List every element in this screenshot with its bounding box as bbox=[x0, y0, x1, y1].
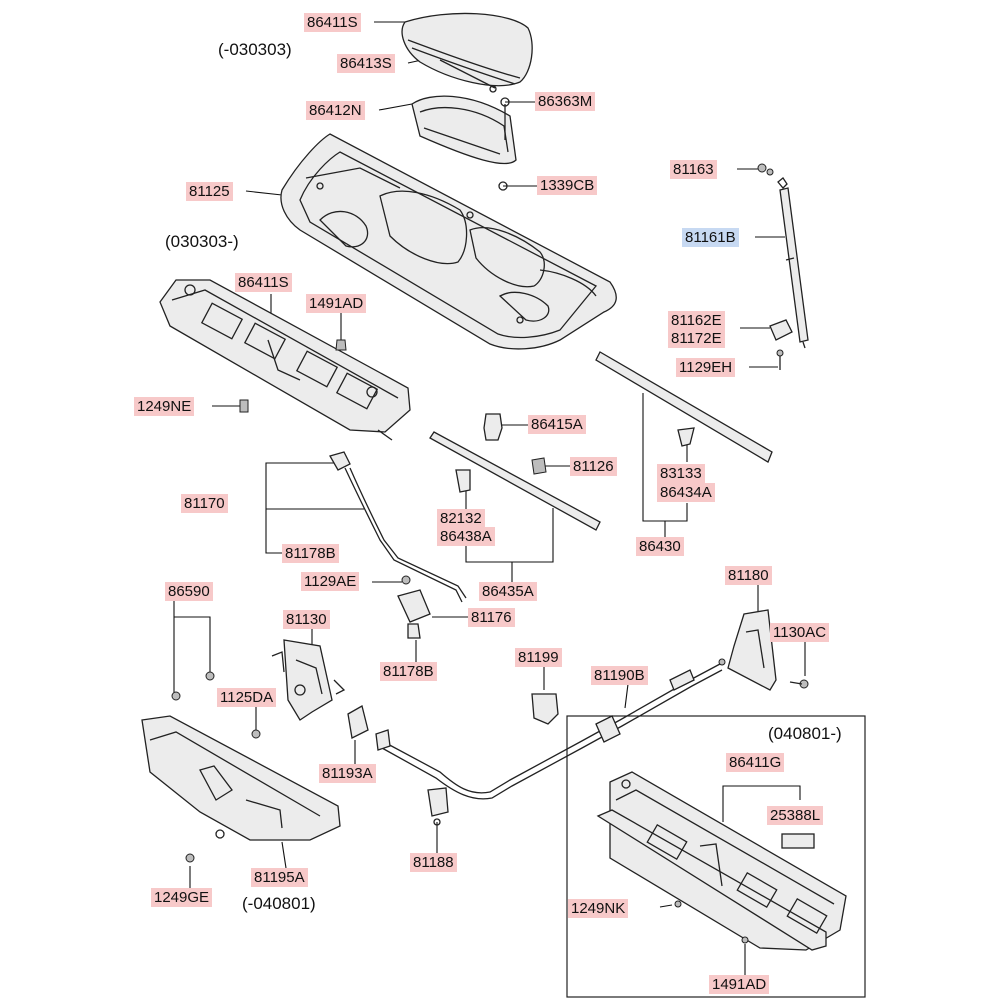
lock-support-bracket-part bbox=[141, 715, 341, 863]
part-label-86363M[interactable]: 86363M bbox=[535, 92, 596, 111]
part-label-1249NE[interactable]: 1249NE bbox=[134, 397, 195, 416]
hood-panel-part bbox=[280, 133, 617, 350]
part-label-86438A[interactable]: 86438A bbox=[437, 527, 495, 546]
part-label-81178B-bottom[interactable]: 81178B bbox=[380, 662, 437, 681]
part-label-81172E[interactable]: 81172E bbox=[668, 329, 725, 348]
part-label-81180[interactable]: 81180 bbox=[725, 566, 772, 585]
part-label-1130AC[interactable]: 1130AC bbox=[770, 623, 830, 642]
part-label-81162E[interactable]: 81162E bbox=[668, 311, 725, 330]
part-label-86434A[interactable]: 86434A bbox=[657, 483, 715, 502]
part-label-81163[interactable]: 81163 bbox=[670, 160, 717, 179]
cowl-panel-part bbox=[159, 279, 411, 441]
hood-release-cable-part bbox=[329, 451, 467, 639]
part-label-81193A[interactable]: 81193A bbox=[319, 764, 376, 783]
part-label-81176[interactable]: 81176 bbox=[468, 608, 515, 627]
range-note-after-040801: (040801-) bbox=[768, 724, 842, 743]
part-label-81178B-top[interactable]: 81178B bbox=[282, 544, 339, 563]
range-note-after-030303: (030303-) bbox=[165, 232, 239, 251]
part-label-81195A[interactable]: 81195A bbox=[251, 868, 308, 887]
part-label-86411G[interactable]: 86411G bbox=[726, 753, 785, 772]
cowl-panel-variant-part bbox=[596, 771, 847, 951]
part-label-86411S-top[interactable]: 86411S bbox=[304, 13, 361, 32]
part-label-81125[interactable]: 81125 bbox=[186, 182, 233, 201]
part-label-82132[interactable]: 82132 bbox=[437, 509, 485, 528]
part-label-86415A[interactable]: 86415A bbox=[528, 415, 586, 434]
hood-insulator-pad-part bbox=[401, 12, 533, 93]
part-label-86413S[interactable]: 86413S bbox=[337, 54, 395, 73]
weather-strip-parts bbox=[429, 351, 773, 531]
part-label-81161B[interactable]: 81161B bbox=[682, 228, 739, 247]
part-label-1491AD-top[interactable]: 1491AD bbox=[306, 294, 367, 313]
part-label-1249GE[interactable]: 1249GE bbox=[151, 888, 213, 907]
part-label-86590[interactable]: 86590 bbox=[165, 582, 213, 601]
range-note-before-030303: (-030303) bbox=[218, 40, 292, 59]
hood-lift-strut-part bbox=[757, 163, 809, 370]
part-label-1129AE[interactable]: 1129AE bbox=[301, 572, 360, 591]
part-label-86412N[interactable]: 86412N bbox=[306, 101, 365, 120]
part-label-81130[interactable]: 81130 bbox=[283, 610, 330, 629]
part-label-25388L[interactable]: 25388L bbox=[767, 806, 824, 825]
variant-inset-frame bbox=[566, 715, 866, 998]
intake-tray-part bbox=[411, 95, 517, 191]
cable-clip-parts bbox=[347, 693, 559, 826]
part-label-81199[interactable]: 81199 bbox=[515, 648, 562, 667]
hood-latch-part bbox=[171, 639, 346, 739]
part-label-1125DA[interactable]: 1125DA bbox=[217, 688, 277, 707]
part-label-81190B[interactable]: 81190B bbox=[591, 666, 648, 685]
part-label-81170[interactable]: 81170 bbox=[181, 494, 228, 513]
range-note-before-040801: (-040801) bbox=[242, 894, 316, 913]
part-label-83133[interactable]: 83133 bbox=[657, 464, 705, 483]
part-label-86435A[interactable]: 86435A bbox=[479, 582, 537, 601]
leader-lines bbox=[173, 21, 806, 975]
part-label-81126[interactable]: 81126 bbox=[570, 457, 617, 476]
part-label-1339CB[interactable]: 1339CB bbox=[537, 176, 598, 195]
part-label-86430[interactable]: 86430 bbox=[636, 537, 684, 556]
part-label-86411S-mid[interactable]: 86411S bbox=[235, 273, 292, 292]
part-label-1129EH[interactable]: 1129EH bbox=[676, 358, 736, 377]
release-cable-part bbox=[375, 658, 726, 800]
part-label-1249NK[interactable]: 1249NK bbox=[568, 899, 629, 918]
release-lever-bracket-part bbox=[727, 609, 809, 691]
part-label-1491AD-bottom[interactable]: 1491AD bbox=[709, 975, 770, 994]
part-label-81188[interactable]: 81188 bbox=[410, 853, 457, 872]
